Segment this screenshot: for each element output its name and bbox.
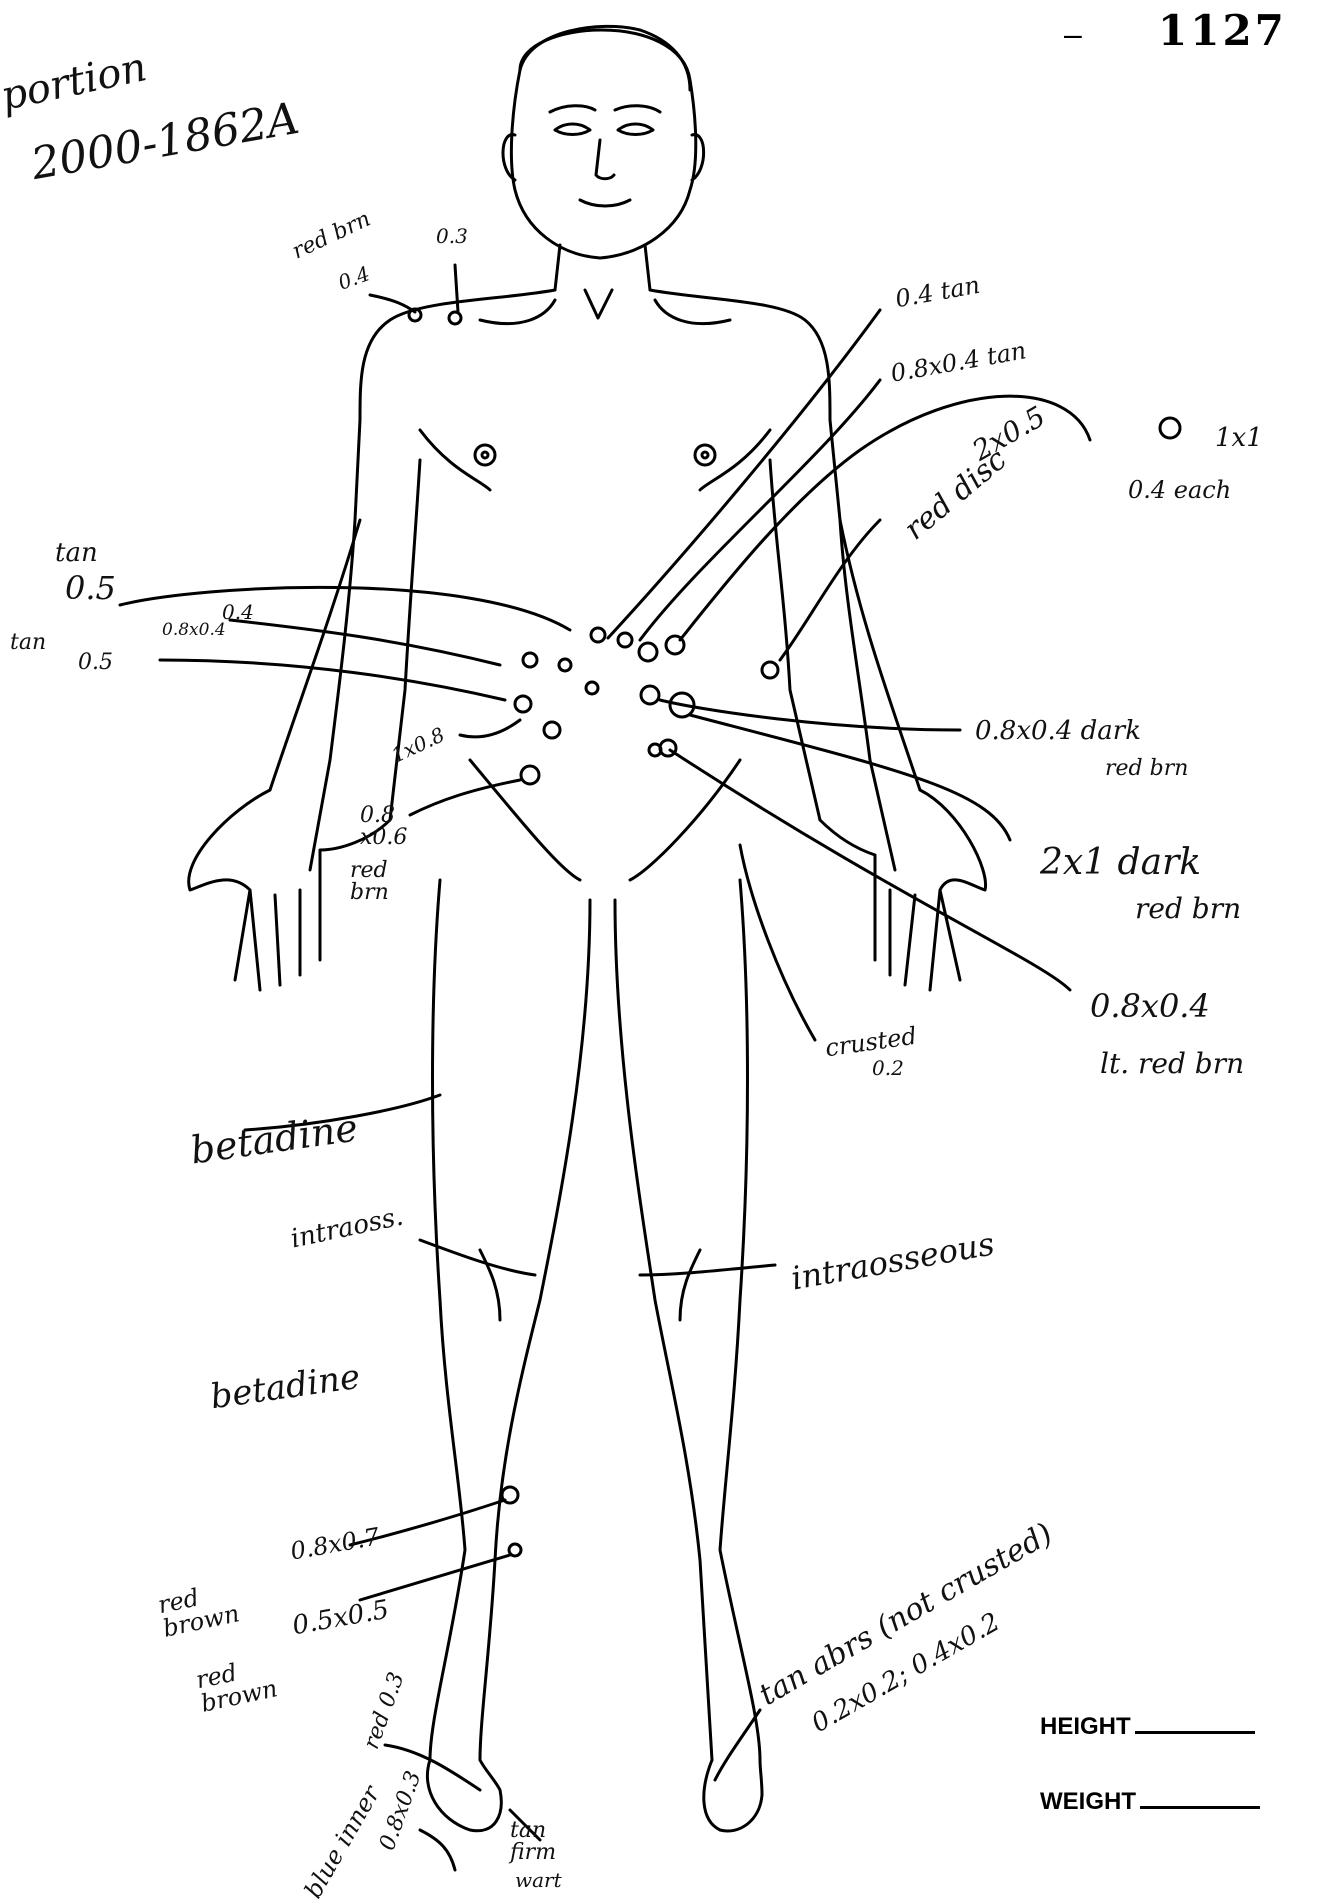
lesion-marker [1160,418,1180,438]
torso-outline-right [650,290,895,870]
lesion-marker [618,633,632,647]
pointer-line [640,380,880,640]
nipple-left [475,445,495,465]
shoulder-size-b: 0.3 [436,226,468,246]
collar-right [655,300,730,324]
lesion-marker [523,653,537,667]
right-leg-outer [720,880,760,1760]
toe-tan-label: tan firm [510,1820,570,1864]
right-finding-1: 0.8x0.4 dark [975,718,1141,744]
right-finding-2-color: red brn [1135,895,1241,923]
pointer-line [370,295,415,312]
right-finding-3-color: lt. red brn [1100,1050,1244,1078]
height-field: HEIGHT [1040,1715,1255,1739]
suprasternal [585,290,612,318]
height-label: HEIGHT [1040,1713,1131,1740]
weight-field: WEIGHT [1040,1790,1260,1814]
weight-blank [1140,1806,1260,1809]
lesion-marker [762,662,778,678]
pointer-line [690,715,1010,840]
mouth [580,200,630,206]
pointer-line [608,310,880,638]
pointer-line [360,1555,510,1600]
right-forearm [840,520,920,790]
pointer-line [670,750,1070,990]
abd-08x06-color: red brn [350,860,410,904]
left-knee [480,1250,500,1320]
lesion-marker [559,659,571,671]
pointer-line [455,265,458,312]
right-eye [618,124,653,135]
pointer-line [460,720,520,737]
collar-left [480,300,555,324]
toe-wart-label: wart [515,1870,562,1890]
right-leg-inner [615,900,712,1760]
height-blank [1135,1731,1255,1734]
lesion-marker [515,696,531,712]
hip-right [630,760,740,880]
hair-outline [520,26,690,90]
tan-left-2: tan [10,632,46,654]
abd-08x06: 0.8 x0.6 [360,805,420,849]
pointer-line [410,780,520,815]
pointer-line [160,660,505,700]
right-brow [615,106,660,112]
header-dash: – [1064,18,1082,50]
abd-small-2: 0.8x0.4 [162,622,226,639]
left-arm-inner [390,460,420,820]
lesion-marker [544,722,560,738]
left-leg-outer [430,880,465,1760]
pointer-line [780,520,880,660]
weight-label: WEIGHT [1040,1788,1136,1815]
right-finding-3: 0.8x0.4 [1090,990,1210,1022]
left-foot [427,1760,501,1831]
lesion-marker [586,682,598,694]
elbow-size: 1x1 [1215,425,1263,451]
nipple-left-inner [482,452,488,458]
right-finding-1-color: red brn [1105,758,1188,780]
head-outline [511,30,695,258]
tan-left-1-size: 0.5 [65,572,116,604]
tan-left-2-size: 0.5 [78,652,113,674]
crusted-size: 0.2 [872,1058,904,1078]
pointer-line [740,845,815,1040]
right-knee [680,1250,700,1320]
left-forearm [270,520,360,790]
left-brow [550,106,595,112]
nipple-right-inner [702,452,708,458]
left-leg-inner [480,900,590,1760]
neck-right [645,245,650,290]
lesion-marker [449,312,461,324]
nose [596,140,614,179]
right-finding-2: 2x1 dark [1040,845,1201,881]
lesion-marker [641,686,659,704]
pointer-line [640,1265,775,1275]
neck-left [555,245,560,290]
right-foot [704,1760,762,1831]
pec-left [420,430,490,490]
pointer-line [715,1710,760,1780]
lesion-marker [591,628,605,642]
tan-left-1: tan [55,540,98,566]
pec-right [700,430,770,490]
torso-outline-left [310,290,555,870]
lesion-marker [521,766,539,784]
pointer-line [230,620,500,665]
left-eye [555,124,590,135]
page-number: 1127 [1158,6,1287,55]
elbow-note: 0.4 each [1128,478,1231,502]
pointer-line [420,1830,455,1870]
nipple-right [695,445,715,465]
lesion-marker [639,643,657,661]
hip-left [470,760,580,880]
abd-small-1: 0.4 [222,602,254,622]
pointer-line [660,700,960,730]
